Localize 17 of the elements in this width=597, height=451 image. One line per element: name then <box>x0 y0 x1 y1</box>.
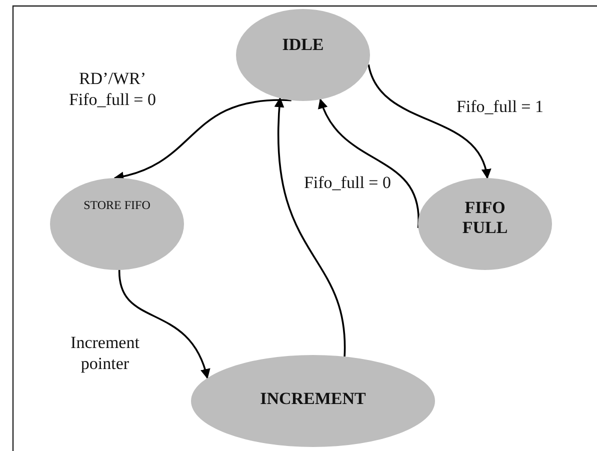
edge-label: RD’/WR’ Fifo_full = 0 <box>68 68 158 110</box>
state-name: STORE FIFO <box>82 198 152 212</box>
state-ellipse <box>418 178 552 270</box>
edge-label: Fifo_full = 0 <box>302 172 392 194</box>
transition-arrow <box>318 98 420 228</box>
state-ellipse <box>236 9 370 101</box>
state-name: FIFO FULL <box>461 198 509 239</box>
state-ellipse <box>191 355 435 447</box>
edge-label: Fifo_full = 1 <box>455 96 545 118</box>
edge-label: Increment pointer <box>70 332 140 374</box>
state-name: INCREMENT <box>259 389 367 410</box>
transition-arrow <box>114 99 292 181</box>
transition-arrow <box>368 64 490 179</box>
transition-arrow <box>118 270 210 379</box>
transition-arrow <box>274 97 346 357</box>
state-name: IDLE <box>281 35 325 56</box>
state-ellipse <box>50 178 184 270</box>
